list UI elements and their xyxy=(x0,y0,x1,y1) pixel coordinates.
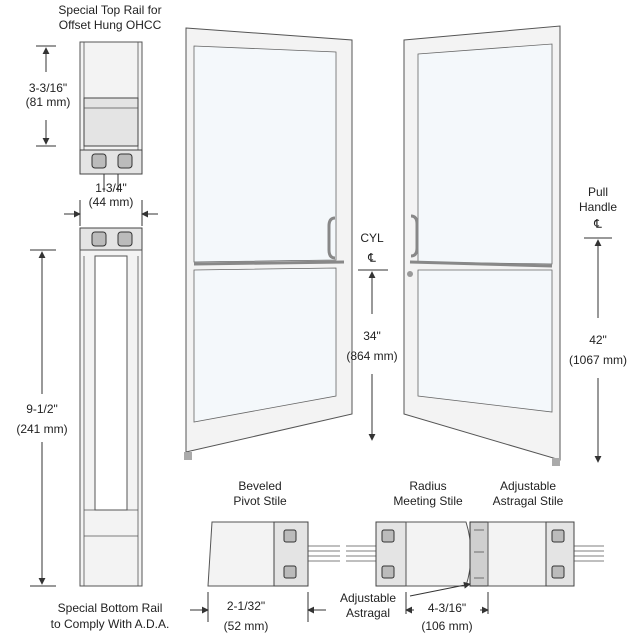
pull-dimension xyxy=(584,237,612,463)
top-rail-dimension-in: 3-3/16" xyxy=(29,81,67,95)
top-rail-dimension-mm: (81 mm) xyxy=(26,95,71,109)
cyl-centerline-symbol: ℄ xyxy=(367,251,376,265)
bottom-rail-dimension-mm: (241 mm) xyxy=(16,422,67,436)
meeting-dimension-mm: (106 mm) xyxy=(421,619,472,633)
pivot-dimension-in: 2-1/32" xyxy=(227,599,265,613)
adjustable-stile-label-line2: Astragal Stile xyxy=(493,494,564,508)
pull-label-line1: Pull xyxy=(588,185,608,199)
top-rail-title-line2: Offset Hung OHCC xyxy=(59,18,162,32)
top-rail-title-line1: Special Top Rail for xyxy=(58,3,161,17)
astragal-label-line1: Adjustable xyxy=(340,591,396,605)
pull-label-line2: Handle xyxy=(579,200,617,214)
pivot-dimension-mm: (52 mm) xyxy=(224,619,269,633)
cyl-dimension-mm: (864 mm) xyxy=(346,349,397,363)
cylinder-lock-icon xyxy=(407,271,413,277)
left-door-pull-handle xyxy=(327,216,336,260)
right-door-leaf xyxy=(403,25,561,466)
astragal-label-line2: Astragal xyxy=(346,606,390,620)
bottom-rail-dimension xyxy=(30,249,56,587)
meeting-stile-section xyxy=(346,521,604,587)
cyl-label: CYL xyxy=(360,231,384,245)
bottom-rail-section xyxy=(79,227,143,587)
cyl-dimension xyxy=(358,269,388,441)
stile-width-mm: (44 mm) xyxy=(89,195,134,209)
radius-label-line2: Meeting Stile xyxy=(393,494,463,508)
right-door-pull-handle xyxy=(410,214,419,258)
meeting-dimension xyxy=(405,592,489,614)
pivot-dimension xyxy=(190,592,326,622)
astragal-leader xyxy=(409,581,471,597)
top-rail-section xyxy=(79,41,143,192)
bottom-rail-dimension-in: 9-1/2" xyxy=(26,402,58,416)
bottom-rail-title-line1: Special Bottom Rail xyxy=(58,601,163,615)
pull-centerline-symbol: ℄ xyxy=(593,217,602,231)
top-rail-dimension xyxy=(36,45,56,147)
pull-dimension-mm: (1067 mm) xyxy=(569,353,627,367)
radius-label-line1: Radius xyxy=(409,479,446,493)
stile-width-dimension xyxy=(64,200,158,226)
beveled-label-line2: Pivot Stile xyxy=(233,494,287,508)
beveled-label-line1: Beveled xyxy=(238,479,281,493)
stile-width-in: 1-3/4" xyxy=(95,181,127,195)
bottom-rail-title-line2: to Comply With A.D.A. xyxy=(51,617,170,631)
adjustable-astragal-part xyxy=(469,521,489,587)
adjustable-stile-label-line1: Adjustable xyxy=(500,479,556,493)
meeting-dimension-in: 4-3/16" xyxy=(428,601,466,615)
left-door-leaf xyxy=(184,27,353,460)
cyl-dimension-in: 34" xyxy=(363,329,381,343)
beveled-pivot-stile-section xyxy=(207,521,340,587)
pull-dimension-in: 42" xyxy=(589,333,607,347)
